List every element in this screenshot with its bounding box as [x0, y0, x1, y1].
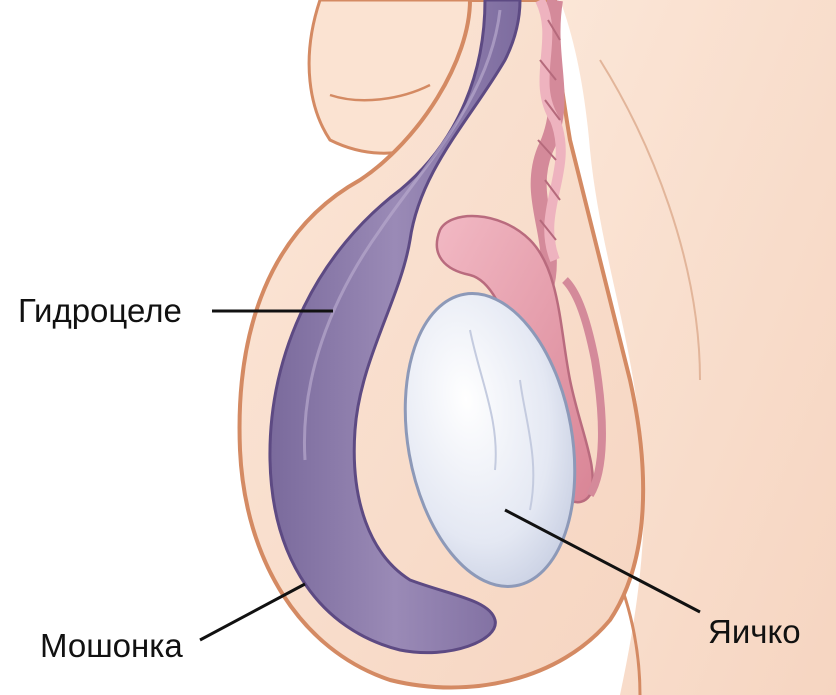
scrotum-leader-line: [200, 584, 305, 640]
hydrocele-label: Гидроцеле: [18, 292, 182, 329]
scrotum-label: Мошонка: [40, 627, 183, 664]
testicle-label: Яичко: [708, 613, 801, 650]
